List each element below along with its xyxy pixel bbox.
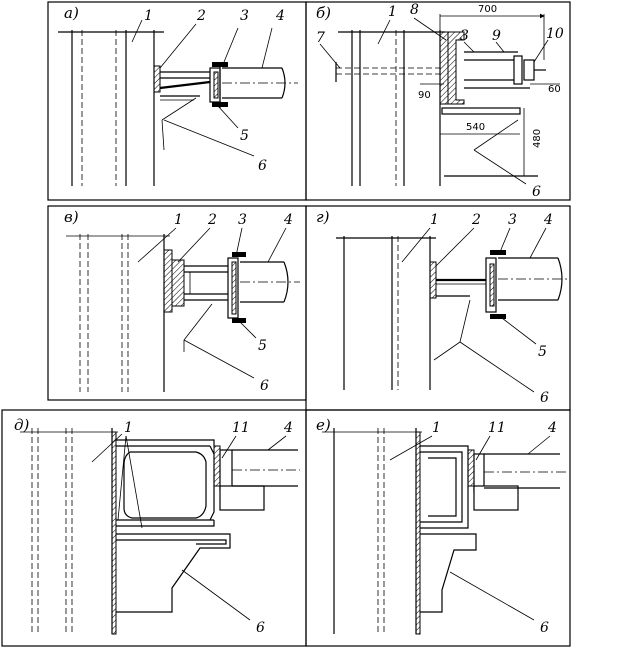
svg-text:5: 5 — [240, 128, 249, 144]
svg-text:6: 6 — [540, 390, 549, 406]
svg-text:1: 1 — [432, 420, 441, 436]
svg-text:540: 540 — [466, 122, 485, 133]
callouts: 1 2 3 4 5 6 — [131, 8, 285, 174]
svg-text:4: 4 — [283, 212, 293, 228]
svg-text:3: 3 — [460, 28, 469, 44]
svg-text:9: 9 — [492, 28, 501, 44]
panel-label: е) — [316, 416, 331, 434]
svg-text:480: 480 — [532, 129, 543, 148]
callouts: 1 11 4 6 — [389, 420, 557, 636]
svg-text:2: 2 — [207, 212, 217, 228]
panel-label: в) — [64, 208, 79, 226]
svg-text:3: 3 — [238, 212, 247, 228]
svg-text:6: 6 — [258, 158, 267, 174]
svg-text:5: 5 — [538, 344, 547, 360]
dimensions: 700 90 60 540 480 — [418, 4, 561, 176]
svg-text:4: 4 — [283, 420, 293, 436]
svg-text:1: 1 — [430, 212, 439, 228]
svg-text:2: 2 — [196, 8, 206, 24]
callouts: 1 2 3 4 5 6 — [401, 212, 553, 406]
panel-a: а) 1 2 3 4 — [47, 1, 307, 201]
svg-text:4: 4 — [547, 420, 557, 436]
svg-text:3: 3 — [240, 8, 249, 24]
panel-b: б) 700 90 60 — [305, 1, 571, 201]
svg-text:11: 11 — [232, 420, 250, 436]
svg-text:10: 10 — [546, 26, 564, 42]
panel-e: е) 1 11 4 6 — [305, 409, 571, 647]
svg-text:6: 6 — [532, 184, 541, 200]
svg-text:6: 6 — [540, 620, 549, 636]
svg-text:1: 1 — [388, 4, 397, 20]
callouts: 1 11 4 6 — [91, 420, 293, 636]
svg-text:4: 4 — [543, 212, 553, 228]
svg-text:1: 1 — [124, 420, 133, 436]
panel-label: г) — [316, 208, 330, 226]
svg-text:7: 7 — [316, 30, 325, 46]
panel-g: г) 1 2 3 4 5 6 — [305, 205, 571, 411]
svg-text:4: 4 — [275, 8, 285, 24]
svg-text:3: 3 — [508, 212, 517, 228]
callouts: 1 2 3 4 5 6 — [137, 212, 293, 394]
svg-text:700: 700 — [478, 4, 497, 15]
svg-text:6: 6 — [256, 620, 265, 636]
svg-text:11: 11 — [488, 420, 506, 436]
callouts: 1 8 3 9 10 7 6 — [316, 2, 564, 200]
svg-text:6: 6 — [260, 378, 269, 394]
panel-label: а) — [64, 4, 79, 22]
svg-text:1: 1 — [174, 212, 183, 228]
svg-text:5: 5 — [258, 338, 267, 354]
panel-label: д) — [14, 416, 30, 434]
svg-text:1: 1 — [144, 8, 153, 24]
svg-text:90: 90 — [418, 90, 431, 101]
panel-label: б) — [316, 4, 331, 22]
svg-text:2: 2 — [471, 212, 481, 228]
panel-v: в) 1 2 3 4 5 — [47, 205, 307, 401]
svg-text:8: 8 — [410, 2, 419, 18]
panel-d: д) 1 11 4 6 — [1, 409, 307, 647]
svg-text:60: 60 — [548, 84, 561, 95]
